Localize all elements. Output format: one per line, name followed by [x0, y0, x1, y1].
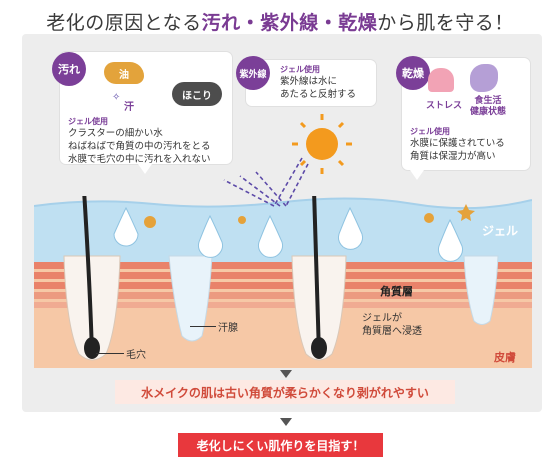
arrow-down-icon: [280, 418, 292, 426]
penetration-line: 角質層へ浸透: [362, 326, 422, 337]
penetration-label: ジェルが 角質層へ浸透: [362, 312, 422, 338]
dryness-line: 水膜に保護されている: [410, 138, 505, 149]
title-text: 老化の原因となる: [46, 12, 202, 34]
sweat-gland: [463, 255, 499, 325]
stratum-corneum-label: 角質層: [380, 285, 413, 298]
dirt-icon: [238, 216, 246, 224]
skin-diagram: [34, 196, 532, 368]
title-dot: ・: [318, 12, 339, 34]
arrow-down-icon: [280, 370, 292, 378]
dirt-line: ねばねばで角質の中の汚れをとる: [68, 141, 211, 152]
diet-label: 食生活 健康状態: [470, 96, 506, 118]
pore-label: 毛穴: [126, 350, 146, 361]
sweat-label: 汗: [124, 102, 134, 113]
dryness-description: 水膜に保護されている 角質は保湿力が高い: [410, 137, 505, 163]
oil-label: 油: [119, 69, 129, 81]
title-dryness: 乾燥: [338, 12, 378, 34]
uv-line: あたると反射する: [280, 89, 357, 100]
sun-icon: [292, 114, 352, 174]
title-text: から肌を守る！: [377, 12, 514, 34]
dirt-badge: 汚れ: [52, 52, 86, 86]
callout-tail: [410, 170, 424, 180]
dirt-icon: [144, 216, 156, 228]
penetration-line: ジェルが: [362, 313, 402, 324]
title-dot: ・: [240, 12, 261, 34]
sweat-gland: [168, 255, 213, 342]
stress-icon: [428, 68, 454, 92]
pore-leader: [96, 353, 124, 354]
skin-label: 皮膚: [494, 351, 516, 364]
dust-label: ほこり: [182, 90, 212, 102]
dryness-line: 角質は保湿力が高い: [410, 151, 496, 162]
dirt-line: クラスターの細かい水: [68, 128, 163, 139]
goal-banner: 老化しにくい肌作りを目指す！: [178, 433, 383, 457]
gel-label: ジェル: [482, 224, 519, 238]
star-icon: [457, 204, 475, 221]
gel-layer: [34, 198, 532, 262]
dryness-badge: 乾燥: [396, 56, 430, 90]
uv-badge: 紫外線: [236, 56, 270, 90]
uv-gel-use: ジェル使用: [280, 65, 320, 74]
sweat-gland-leader: [190, 326, 216, 327]
stomach-icon: [470, 64, 498, 92]
stratum-corneum: [34, 260, 532, 308]
callout-tail: [138, 164, 152, 174]
sweat-icon: ✧: [112, 92, 121, 103]
dirt-icon: [424, 213, 434, 223]
dirt-description: クラスターの細かい水 ねばねばで角質の中の汚れをとる 水膜で毛穴の中に汚れを入れ…: [68, 127, 211, 166]
oil-icon: 油: [104, 62, 144, 84]
title-dirt: 汚れ: [201, 12, 241, 34]
uv-description: 紫外線は水に あたると反射する: [280, 75, 356, 101]
stress-label: ストレス: [426, 101, 463, 111]
health-line: 健康状態: [470, 107, 507, 117]
sweat-gland-label: 汗腺: [218, 323, 238, 334]
uv-reflection-illustration: [223, 114, 352, 207]
result-statement: 水メイクの肌は古い角質が柔らかくなり剥がれやすい: [115, 380, 455, 404]
dryness-gel-use: ジェル使用: [410, 127, 450, 136]
uv-line: 紫外線は水に: [280, 76, 338, 87]
dirt-gel-use: ジェル使用: [68, 117, 108, 126]
title-uv: 紫外線: [260, 12, 319, 34]
page-title: 老化の原因となる汚れ・紫外線・乾燥から肌を守る！: [0, 8, 560, 35]
dust-icon: ほこり: [172, 82, 222, 106]
water-drop-icon: [113, 206, 463, 262]
dirt-callout: [60, 52, 232, 164]
diet-line: 食生活: [474, 96, 502, 106]
dirt-line: 水膜で毛穴の中に汚れを入れない: [68, 154, 211, 165]
